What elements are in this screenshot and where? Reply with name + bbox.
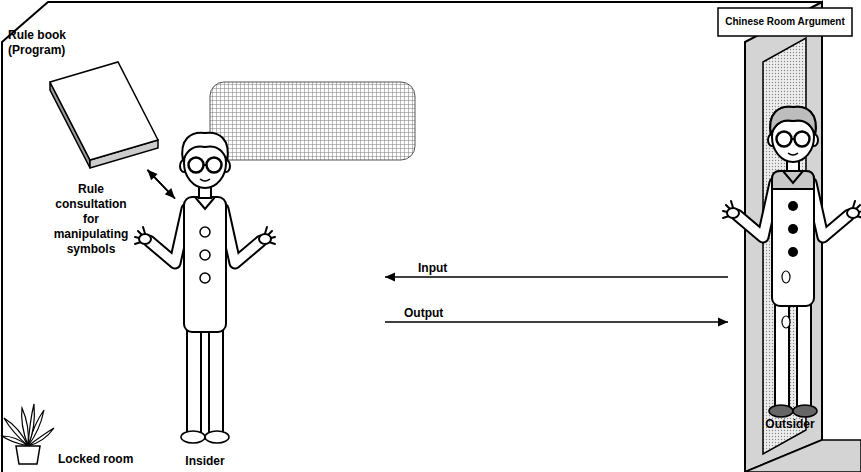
plant-leaf [2,436,28,446]
room-label: Locked room [58,452,148,467]
outsider-figure [723,107,861,417]
insider-foot [181,431,205,443]
rule-book-icon [50,62,158,168]
insider-details [181,227,229,443]
outsider-foot [793,405,817,417]
connector-line [385,276,728,278]
connector-arrow [147,170,175,199]
plant-leaf [28,404,34,446]
outsider-person [723,107,861,409]
arrow-head [165,188,175,198]
outsider-foot [769,405,793,417]
insider-button [200,273,210,283]
annotation-text: Rule consultation for manipulating symbo… [50,182,132,257]
outsider-button [788,201,798,211]
potted-plant [2,404,54,464]
rule-book: Rule book (Program) [8,28,165,165]
edge-label: Input [418,261,447,276]
outsider-collar [783,171,803,183]
arrow-head [147,170,157,180]
outside-floor [745,440,861,472]
outsider-button [788,224,798,234]
node-label: Rule book (Program) [8,28,83,58]
outsider-person: Outsider [728,110,861,440]
insider-figure [135,133,275,435]
outsider-shoulders [772,171,814,189]
node-label: Outsider [750,417,830,432]
insider-button [200,250,210,260]
door-slot [782,316,790,328]
connector-line [147,170,175,199]
insider-button [200,227,210,237]
book-cover [50,62,158,160]
title-box [718,8,852,36]
outsider-button [788,247,798,257]
arrow-head [718,318,728,327]
connector-line [147,170,175,199]
connector-arrow [147,170,175,199]
plant-leaf [22,408,29,446]
outsider-hair [770,107,816,135]
node-label: Insider [160,454,250,469]
arrow-head [385,273,395,282]
room-vent [210,82,415,160]
plant-pot [16,446,40,464]
insider-person: Insider [180,130,385,470]
door-slot [782,271,790,283]
connector-line [385,321,728,323]
insider-foot [205,431,229,443]
diagram-title: Chinese Room Argument [718,8,852,36]
edge-label: Output [404,306,443,321]
room-outline [2,2,822,472]
